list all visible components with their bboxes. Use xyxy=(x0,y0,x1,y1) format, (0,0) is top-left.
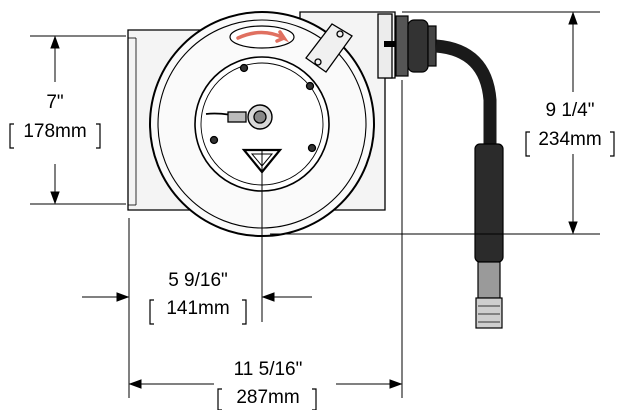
rotation-arrow-icon xyxy=(236,30,290,43)
bracket-icon xyxy=(242,299,247,325)
bracket-icon xyxy=(525,131,530,157)
bracket-icon xyxy=(96,123,101,149)
rotation-badge xyxy=(229,25,295,49)
bracket-icon xyxy=(9,123,14,149)
hose-end-fitting xyxy=(475,297,503,329)
dim-offset: 5 9/16" 141mm xyxy=(149,270,247,325)
dim-height-right: 9 1/4" 234mm xyxy=(525,100,615,157)
dim-height-right-imperial: 9 1/4" xyxy=(545,100,594,121)
dim-height-left-metric: 178mm xyxy=(23,121,86,142)
dimension-lines xyxy=(30,11,600,398)
bracket-icon xyxy=(610,131,615,157)
dim-width-metric: 287mm xyxy=(236,387,299,408)
bracket-icon xyxy=(217,388,222,410)
hose-assembly xyxy=(384,15,504,329)
hose-sleeve xyxy=(474,143,504,263)
bracket-icon xyxy=(149,299,154,325)
dim-height-left-imperial: 7" xyxy=(46,92,63,113)
dim-offset-metric: 141mm xyxy=(166,298,229,319)
dim-width-imperial: 11 5/16" xyxy=(234,359,303,380)
dim-offset-imperial: 5 9/16" xyxy=(168,270,228,291)
dim-width: 11 5/16" 287mm xyxy=(217,359,317,410)
bracket-icon xyxy=(312,388,317,410)
reel-assembly xyxy=(127,11,396,237)
hose-guide-collar xyxy=(395,15,409,77)
hose-line xyxy=(435,39,497,146)
swivel-arm xyxy=(305,23,353,73)
dim-height-right-metric: 234mm xyxy=(538,129,601,150)
dim-height-left: 7" 178mm xyxy=(9,92,101,149)
